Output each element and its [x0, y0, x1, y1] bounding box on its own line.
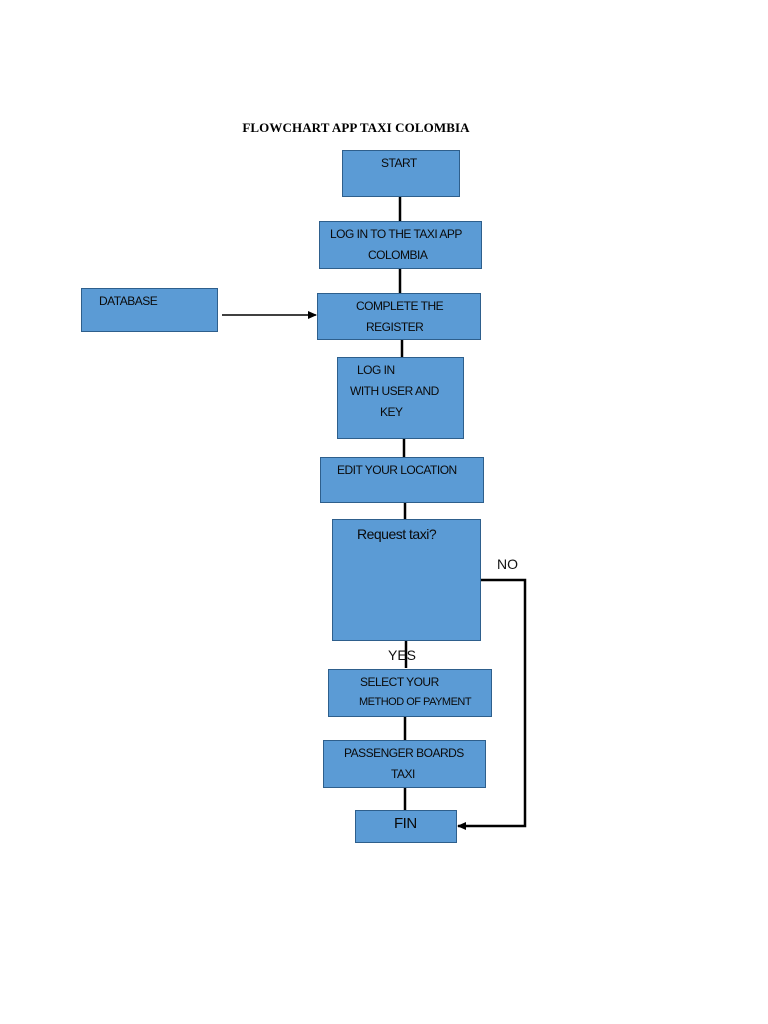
- node-text: TAXI: [391, 767, 415, 781]
- start-node: START: [342, 150, 460, 197]
- node-text: DATABASE: [99, 294, 158, 308]
- node-text: PASSENGER BOARDS: [344, 746, 464, 760]
- node-text: START: [381, 156, 417, 170]
- request-decision-node: Request taxi?: [332, 519, 481, 641]
- payment-node: SELECT YOUR METHOD OF PAYMENT: [328, 669, 492, 717]
- fin-node: FIN: [355, 810, 457, 843]
- login-app-node: LOG IN TO THE TAXI APP COLOMBIA: [319, 221, 482, 269]
- node-text: LOG IN: [357, 363, 395, 377]
- node-text: Request taxi?: [357, 526, 437, 542]
- register-node: COMPLETE THE REGISTER: [317, 293, 481, 340]
- page-title: FLOWCHART APP TAXI COLOMBIA: [242, 120, 470, 135]
- boards-node: PASSENGER BOARDS TAXI: [323, 740, 486, 788]
- arrow-no-branch: [457, 578, 527, 830]
- node-text: METHOD OF PAYMENT: [359, 696, 472, 708]
- database-node: DATABASE: [81, 288, 218, 332]
- node-text: SELECT YOUR: [360, 675, 439, 689]
- login-user-node: LOG IN WITH USER AND KEY: [337, 357, 464, 439]
- node-text: REGISTER: [366, 320, 424, 334]
- node-text: COLOMBIA: [368, 248, 428, 262]
- node-text: COMPLETE THE: [356, 299, 444, 313]
- node-text: EDIT YOUR LOCATION: [337, 463, 457, 477]
- node-text: KEY: [380, 405, 403, 419]
- node-text: FIN: [394, 815, 417, 832]
- location-node: EDIT YOUR LOCATION: [320, 457, 484, 503]
- no-branch-label: NO: [497, 556, 518, 572]
- node-text: LOG IN TO THE TAXI APP: [330, 227, 462, 241]
- yes-branch-label: YES: [388, 647, 417, 663]
- node-text: WITH USER AND: [350, 384, 439, 398]
